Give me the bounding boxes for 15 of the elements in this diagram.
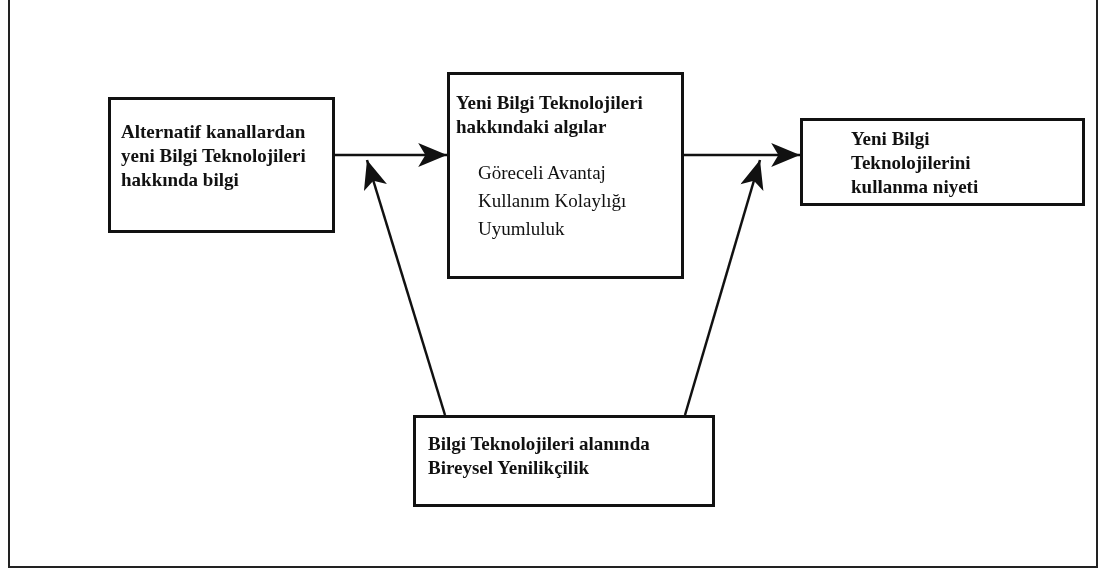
arrow <box>363 159 447 416</box>
box-text: Uyumluluk <box>478 217 566 241</box>
box-heading: Bilgi Teknolojileri alanında Bireysel Yenilikçilik <box>428 432 651 480</box>
process-box <box>800 118 1085 206</box>
process-box <box>413 415 715 507</box>
box-text: Göreceli Avantaj <box>478 161 607 185</box>
box-heading: Yeni Bilgi Teknolojileri hakkındaki algılar <box>456 91 644 139</box>
arrow <box>335 143 447 167</box>
box-heading: Alternatif kanallardan yeni Bilgi Teknolojileri hakkında bilgi <box>121 120 307 192</box>
arrow <box>684 143 800 167</box>
box-heading: Yeni Bilgi Teknolojilerini kullanma niyeti <box>851 127 980 199</box>
process-box <box>447 72 684 279</box>
process-box <box>108 97 335 233</box>
box-text: Kullanım Kolaylığı <box>478 189 628 213</box>
arrow <box>683 159 764 416</box>
